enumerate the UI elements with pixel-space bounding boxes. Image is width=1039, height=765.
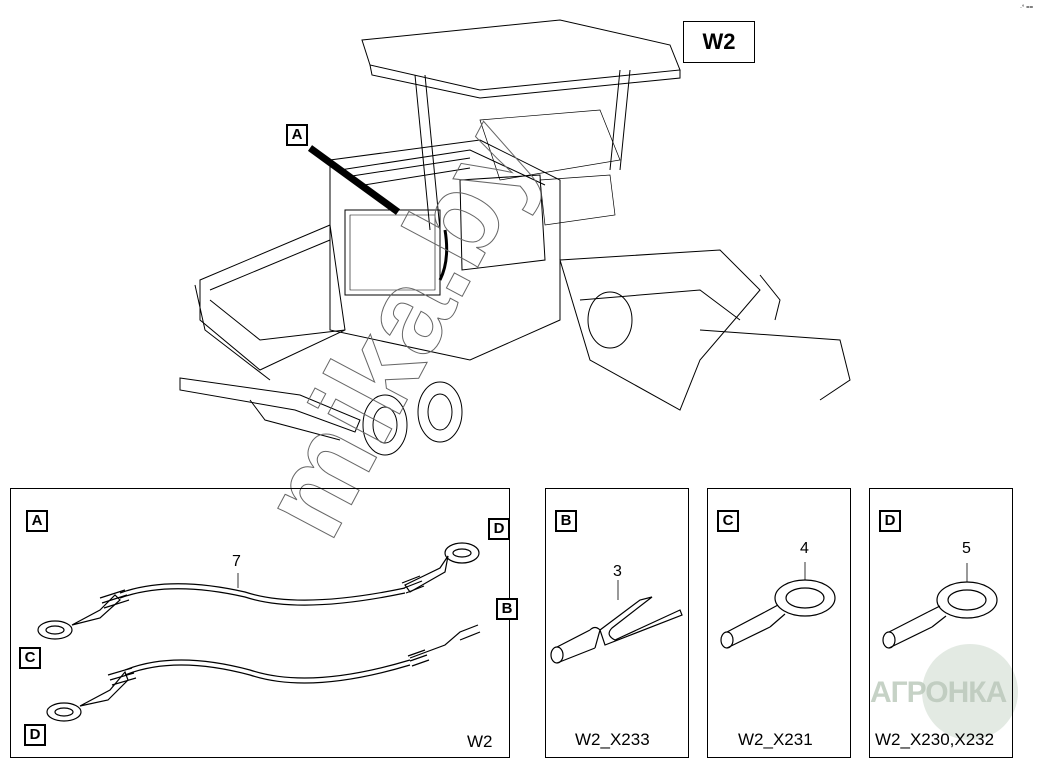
- main-callout-tag-a[interactable]: A: [286, 124, 308, 146]
- watermark-logo-text: АГРОНКА: [870, 676, 1007, 709]
- panel-a-code: W2: [467, 732, 493, 751]
- panel-c-tag: C: [717, 510, 739, 532]
- fork-terminal-drawing: [550, 580, 683, 664]
- cable-end-tag-b: B: [496, 598, 518, 620]
- detail-panel-a: [10, 488, 510, 758]
- paver-drawing: [179, 19, 851, 456]
- callout-leader-A: [307, 145, 401, 215]
- corner-marks: ·° ==: [1020, 5, 1034, 11]
- panel-b-code: W2_X233: [575, 730, 650, 749]
- detail-panel-b: [545, 488, 689, 758]
- callout-number-4: 4: [800, 540, 809, 557]
- cable-end-tag-c: C: [19, 647, 41, 669]
- detail-panel-c: [707, 488, 851, 758]
- callout-number-5: 5: [962, 540, 971, 557]
- panel-b-tag: B: [555, 510, 577, 532]
- title-box: W2: [683, 21, 755, 63]
- panel-c-code: W2_X231: [738, 730, 813, 749]
- cable-end-tag-d-top: D: [488, 518, 510, 540]
- ring-terminal-d-drawing: [882, 563, 998, 649]
- panel-d-tag: D: [879, 510, 901, 532]
- cable-drawing: [37, 542, 481, 722]
- ring-terminal-c-drawing: [720, 562, 836, 649]
- panel-a-tag: A: [26, 510, 48, 532]
- callout-number-3: 3: [613, 563, 622, 580]
- callout-number-7: 7: [232, 553, 241, 570]
- detail-panel-d: [869, 488, 1013, 758]
- panel-d-code: W2_X230,X232: [875, 730, 995, 749]
- watermark-logo: [922, 644, 1018, 740]
- cable-end-tag-d-bottom: D: [24, 724, 46, 746]
